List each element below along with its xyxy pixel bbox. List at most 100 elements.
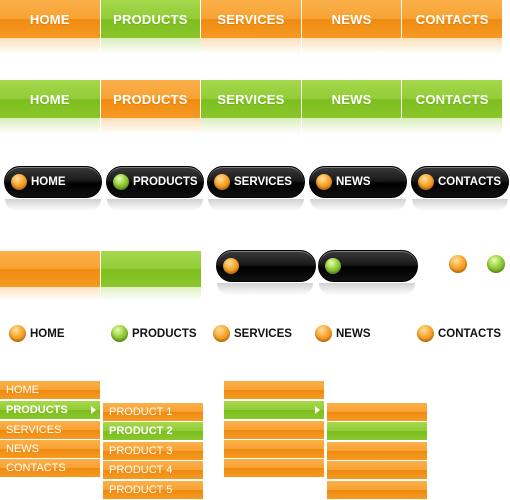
- pill-button-services[interactable]: SERVICES: [207, 166, 305, 198]
- submenu-item-label: PRODUCT 3: [109, 445, 173, 457]
- pill-reflection: [319, 283, 415, 295]
- tab-reflection: [100, 38, 201, 54]
- orange-bullet-icon: [11, 174, 27, 190]
- blank-menu-item[interactable]: [224, 440, 324, 458]
- chevron-right-icon: [91, 406, 96, 414]
- submenu-item-product-4[interactable]: PRODUCT 4: [103, 461, 203, 479]
- bar1-tab-news[interactable]: NEWS: [301, 0, 402, 54]
- link-home[interactable]: HOME: [9, 325, 65, 342]
- orange-bullet-icon: [223, 258, 239, 274]
- bar2-tab-contacts[interactable]: CONTACTS: [402, 80, 503, 134]
- menu-item-label: NEWS: [6, 443, 39, 455]
- menu-item-label: HOME: [6, 384, 39, 396]
- blank-pill-green[interactable]: [318, 250, 418, 282]
- menu-item-contacts[interactable]: CONTACTS: [0, 459, 100, 477]
- pill-label: HOME: [31, 176, 66, 188]
- green-bullet-icon: [487, 255, 505, 273]
- pill-button-news[interactable]: NEWS: [309, 166, 407, 198]
- nav-bar-green: HOME PRODUCTS SERVICES NEWS CONTACTS: [0, 80, 503, 134]
- tab-label: NEWS: [331, 11, 372, 27]
- menu-item-label: SERVICES: [6, 424, 62, 436]
- submenu-item-label: PRODUCT 1: [109, 406, 173, 418]
- tab-label: HOME: [29, 11, 70, 27]
- blank-menu-item-active[interactable]: [224, 401, 324, 419]
- pill-reflection: [412, 199, 508, 211]
- orange-bullet-icon: [316, 174, 332, 190]
- menu-item-services[interactable]: SERVICES: [0, 421, 100, 439]
- blank-pill-orange[interactable]: [216, 250, 316, 282]
- pill-reflection: [107, 199, 203, 211]
- tab-label: NEWS: [331, 91, 372, 107]
- orange-bullet-icon: [417, 325, 434, 342]
- tab-reflection: [201, 118, 302, 134]
- bar2-tab-news[interactable]: NEWS: [301, 80, 402, 134]
- bar2-tab-home[interactable]: HOME: [0, 80, 100, 134]
- menu-item-news[interactable]: NEWS: [0, 440, 100, 458]
- blank-submenu-item[interactable]: [327, 403, 427, 421]
- tab-reflection: [301, 118, 402, 134]
- blank-tab-orange[interactable]: [0, 251, 100, 287]
- submenu-item-product-2[interactable]: PRODUCT 2: [103, 422, 203, 440]
- green-bullet-icon: [325, 258, 341, 274]
- orange-bullet-icon: [449, 255, 467, 273]
- tab-reflection: [100, 118, 201, 134]
- bar2-tab-services[interactable]: SERVICES: [201, 80, 302, 134]
- link-label: SERVICES: [234, 327, 292, 340]
- pill-label: CONTACTS: [438, 176, 502, 188]
- blank-submenu-item[interactable]: [327, 461, 427, 479]
- bar1-tab-products[interactable]: PRODUCTS: [100, 0, 201, 54]
- link-label: NEWS: [336, 327, 371, 340]
- submenu-item-product-5[interactable]: PRODUCT 5: [103, 481, 203, 499]
- menu-item-products[interactable]: PRODUCTS: [0, 401, 100, 419]
- menu-item-home[interactable]: HOME: [0, 381, 100, 399]
- tab-reflection: [0, 118, 100, 134]
- pill-reflection: [310, 199, 406, 211]
- blank-submenu-item[interactable]: [327, 481, 427, 499]
- link-label: CONTACTS: [438, 327, 502, 340]
- blank-tab-reflection: [101, 287, 201, 301]
- bar1-tab-home[interactable]: HOME: [0, 0, 100, 54]
- blank-menu-item[interactable]: [224, 459, 324, 477]
- submenu-item-product-3[interactable]: PRODUCT 3: [103, 442, 203, 460]
- submenu-item-label: PRODUCT 5: [109, 484, 173, 496]
- link-services[interactable]: SERVICES: [213, 325, 292, 342]
- link-contacts[interactable]: CONTACTS: [417, 325, 501, 342]
- green-bullet-icon: [111, 325, 128, 342]
- orange-bullet-icon: [418, 174, 434, 190]
- pill-reflection: [217, 283, 313, 295]
- orange-bullet-icon: [9, 325, 26, 342]
- pill-label: SERVICES: [234, 176, 292, 188]
- orange-bullet-icon: [315, 325, 332, 342]
- menu-item-label: CONTACTS: [6, 462, 66, 474]
- tab-label: CONTACTS: [415, 91, 489, 107]
- submenu-item-product-1[interactable]: PRODUCT 1: [103, 403, 203, 421]
- tab-reflection: [201, 38, 302, 54]
- tab-label: SERVICES: [217, 91, 285, 107]
- pill-button-products[interactable]: PRODUCTS: [106, 166, 204, 198]
- pill-label: PRODUCTS: [133, 176, 198, 188]
- blank-tab-green[interactable]: [101, 251, 201, 287]
- tab-reflection: [402, 118, 503, 134]
- link-news[interactable]: NEWS: [315, 325, 371, 342]
- bar1-tab-contacts[interactable]: CONTACTS: [402, 0, 503, 54]
- tab-label: SERVICES: [217, 11, 285, 27]
- tab-reflection: [301, 38, 402, 54]
- nav-bar-orange: HOME PRODUCTS SERVICES NEWS CONTACTS: [0, 0, 503, 54]
- submenu-item-label: PRODUCT 2: [109, 425, 173, 437]
- orange-bullet-icon: [214, 174, 230, 190]
- blank-submenu-item-active[interactable]: [327, 422, 427, 440]
- blank-submenu-item[interactable]: [327, 442, 427, 460]
- bar1-tab-services[interactable]: SERVICES: [201, 0, 302, 54]
- chevron-right-icon: [315, 406, 320, 414]
- link-products[interactable]: PRODUCTS: [111, 325, 197, 342]
- link-label: HOME: [30, 327, 65, 340]
- pill-reflection: [208, 199, 304, 211]
- tab-label: PRODUCTS: [113, 91, 188, 107]
- pill-button-home[interactable]: HOME: [4, 166, 102, 198]
- blank-menu-item[interactable]: [224, 421, 324, 439]
- pill-label: NEWS: [336, 176, 371, 188]
- blank-menu-item[interactable]: [224, 381, 324, 399]
- bar2-tab-products[interactable]: PRODUCTS: [100, 80, 201, 134]
- pill-button-contacts[interactable]: CONTACTS: [411, 166, 509, 198]
- link-label: PRODUCTS: [132, 327, 197, 340]
